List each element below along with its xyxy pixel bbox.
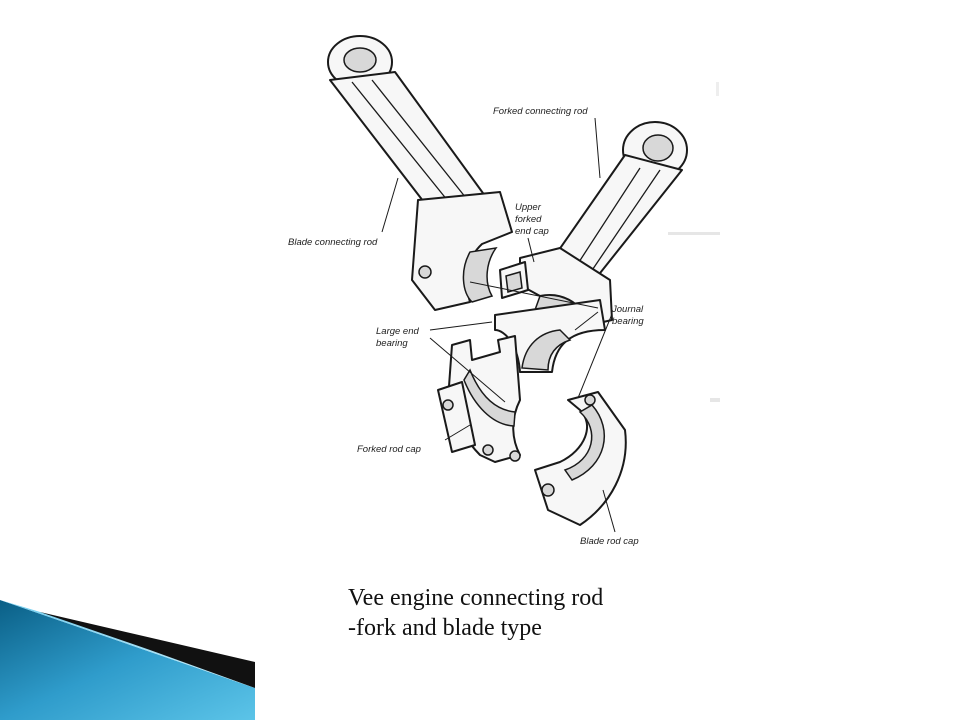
leader-lines — [381, 117, 616, 533]
corner-decoration — [0, 600, 255, 720]
blade-rod-cap — [534, 391, 627, 526]
journal-bearing — [494, 299, 606, 373]
label-upper-forked-end-cap-2: forked — [515, 214, 542, 225]
label-forked-connecting-rod: Forked connecting rod — [493, 106, 588, 117]
callout-labels: Forked connecting rod Blade connecting r… — [288, 106, 644, 547]
upper-forked-end-cap — [499, 261, 529, 299]
caption-line-1: Vee engine connecting rod — [348, 585, 603, 611]
label-large-end-bearing-1: Large end — [376, 326, 420, 337]
diagram-caption: Vee engine connecting rod -fork and blad… — [348, 585, 603, 641]
label-journal-bearing-1: Journal — [611, 304, 644, 315]
label-blade-rod-cap: Blade rod cap — [580, 536, 639, 547]
blade-connecting-rod — [327, 35, 513, 311]
label-large-end-bearing-2: bearing — [376, 338, 408, 349]
scan-edge-marks — [668, 82, 720, 402]
label-upper-forked-end-cap-1: Upper — [515, 202, 542, 213]
label-upper-forked-end-cap-3: end cap — [515, 226, 549, 237]
label-journal-bearing-2: bearing — [612, 316, 644, 327]
forked-rod-cap — [437, 335, 521, 463]
label-blade-connecting-rod: Blade connecting rod — [288, 237, 378, 248]
caption-line-2: -fork and blade type — [348, 615, 542, 641]
label-forked-rod-cap: Forked rod cap — [357, 444, 421, 455]
